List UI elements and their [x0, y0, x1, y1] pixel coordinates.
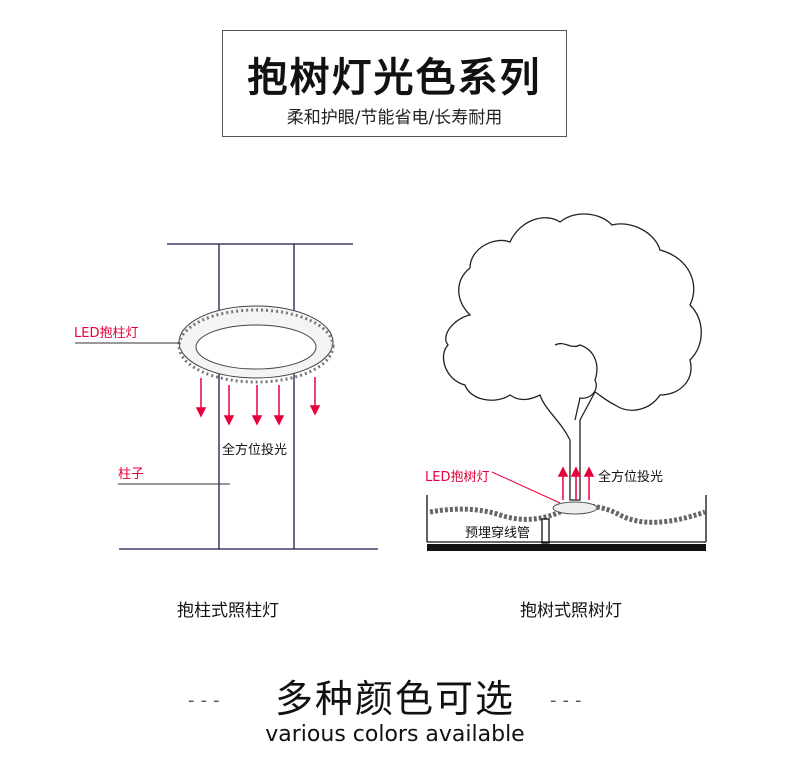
- title-box: 抱树灯光色系列 柔和护眼/节能省电/长寿耐用: [222, 30, 567, 137]
- left-light-label: 全方位投光: [222, 443, 288, 458]
- down-arrows: [195, 377, 321, 426]
- page-subtitle: 柔和护眼/节能省电/长寿耐用: [286, 108, 503, 128]
- pillar-diagram: [119, 243, 378, 550]
- dash-right: ---: [550, 690, 588, 711]
- up-arrows: [557, 466, 595, 500]
- ground-base: [427, 544, 706, 551]
- right-caption: 抱树式照树灯: [520, 601, 622, 621]
- ring-lamp-icon: [177, 305, 335, 384]
- led-pillar-lamp-label: LED抱柱灯: [74, 326, 139, 341]
- colors-subheading: various colors available: [265, 722, 525, 747]
- tree-icon: [442, 213, 702, 501]
- pillar-label: 柱子: [118, 467, 145, 482]
- dash-left: ---: [188, 690, 226, 711]
- right-light-label: 全方位投光: [598, 470, 664, 485]
- led-tree-lamp-label: LED抱树灯: [425, 470, 490, 485]
- pipe-label: 预埋穿线管: [465, 526, 531, 541]
- colors-heading: 多种颜色可选: [274, 677, 515, 721]
- page-title: 抱树灯光色系列: [247, 55, 542, 101]
- left-caption: 抱柱式照柱灯: [177, 601, 279, 621]
- tree-lamp-icon: [552, 501, 598, 515]
